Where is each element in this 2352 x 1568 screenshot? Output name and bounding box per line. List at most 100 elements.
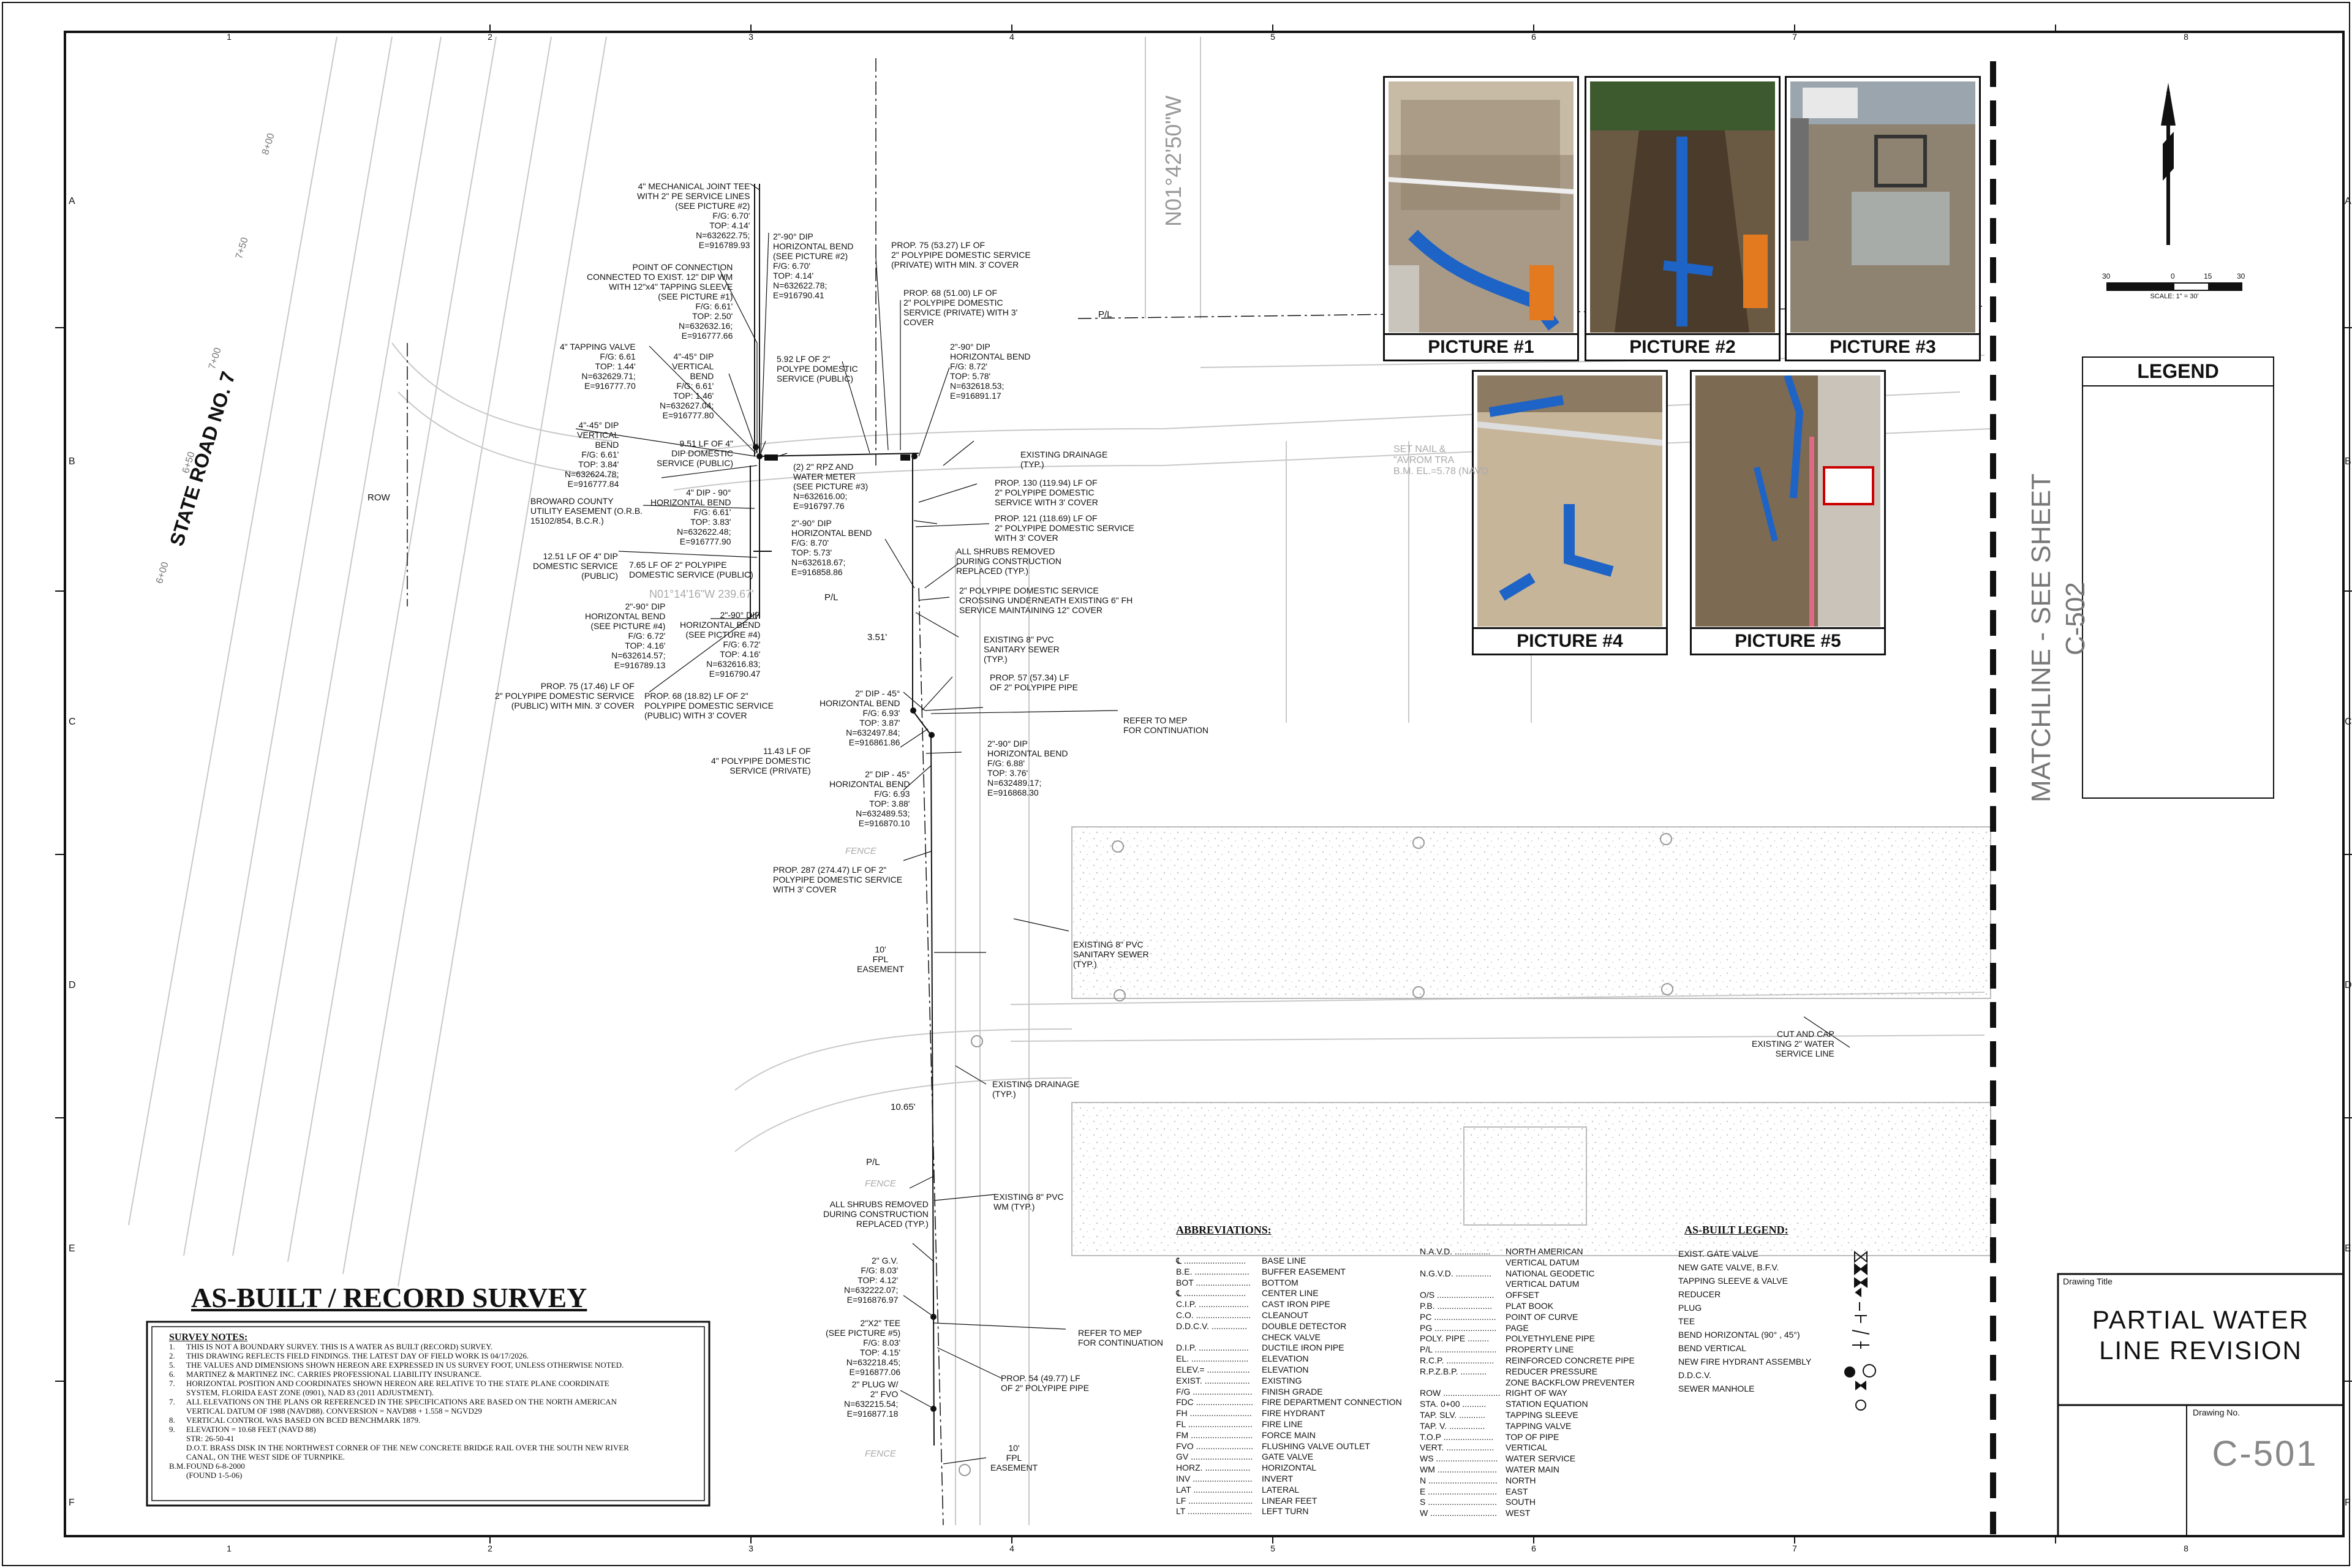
asbuilt-legend-item: TEE (1678, 1316, 1695, 1326)
grid-row-label: C (69, 717, 76, 727)
abbreviation-row: D.I.P. .....................DUCTILE IRON… (1176, 1343, 1402, 1354)
survey-note-text: (FOUND 1-5-06) (186, 1471, 243, 1480)
grid-column-label: 1 (227, 1544, 232, 1553)
photo-caption: PICTURE #1 (1385, 333, 1577, 360)
abbreviation-value: BOTTOM (1262, 1277, 1298, 1287)
abbreviation-row: D.D.C.V. ...............DOUBLE DETECTOR (1176, 1321, 1402, 1332)
pipe-callout: PROP. 68 (18.82) LF OF 2" POLYPIPE DOMES… (644, 691, 774, 720)
abbreviation-key: T.O.P ..................... (1420, 1431, 1494, 1442)
legend-box (2082, 356, 2274, 799)
abbreviation-value: INVERT (1262, 1473, 1294, 1483)
abbreviation-key: LT ........................... (1176, 1506, 1252, 1517)
pipe-callout: EXISTING DRAINAGE (TYP.) (1020, 450, 1108, 469)
abbreviation-value: LEFT TURN (1262, 1506, 1309, 1517)
drawing-title: PARTIAL WATER LINE REVISION (2058, 1305, 2343, 1366)
drawing-title-line-2: LINE REVISION (2099, 1336, 2302, 1365)
abbreviation-row: WS ..........................WATER SERVI… (1420, 1453, 1635, 1464)
survey-note: 5.THE VALUES AND DIMENSIONS SHOWN HEREON… (169, 1360, 702, 1370)
abbreviation-value: NORTH (1506, 1475, 1536, 1485)
survey-note: VERTICAL DATUM OF 1988 (NAVD88). CONVERS… (169, 1406, 702, 1415)
survey-note-text: STR: 26-50-41 (186, 1434, 235, 1443)
survey-note: STR: 26-50-41 (169, 1434, 702, 1443)
asbuilt-legend-item: TAPPING SLEEVE & VALVE (1678, 1276, 1788, 1286)
abbreviation-key: FM .......................... (1176, 1430, 1253, 1440)
survey-note-text: HORIZONTAL POSITION AND COORDINATES SHOW… (186, 1379, 609, 1388)
grid-column-label: 4 (1009, 1544, 1014, 1553)
survey-note-number: 8. (169, 1415, 175, 1425)
abbreviation-value: FIRE LINE (1262, 1419, 1303, 1429)
survey-note-number (169, 1406, 186, 1415)
abbreviation-row: N ............................. NORTH (1420, 1476, 1635, 1487)
pipe-callout: 4" TAPPING VALVE F/G: 6.61 TOP: 1.44' N=… (560, 342, 636, 391)
abbreviation-key: TAP. V. ............... (1420, 1420, 1485, 1431)
survey-title: AS-BUILT / RECORD SURVEY (191, 1282, 587, 1313)
asbuilt-legend-item: PLUG (1678, 1303, 1702, 1313)
pipe-callout: 11.43 LF OF 4" POLYPIPE DOMESTIC SERVICE… (711, 746, 811, 775)
abbreviation-value: WATER SERVICE (1506, 1453, 1576, 1464)
abbreviation-row: LAT .........................LATERAL (1176, 1485, 1402, 1496)
abbreviation-value: FINISH GRADE (1262, 1386, 1323, 1396)
grid-column-label: 8 (2184, 32, 2188, 42)
pipe-callout: 2" G.V. F/G: 8.03' TOP: 4.12' N=632222.0… (844, 1256, 899, 1305)
grid-row-label: A (69, 196, 75, 206)
pipe-callout: PROP. 54 (49.77) LF OF 2" POLYPIPE PIPE (1001, 1373, 1089, 1393)
survey-note-text: SYSTEM, FLORIDA EAST ZONE (0901), NAD 83… (186, 1388, 434, 1397)
pipe-callout: 4"-45° DIP VERTICAL BEND F/G: 6.61' TOP:… (660, 352, 714, 420)
survey-note: 2.THIS DRAWING REFLECTS FIELD FINDINGS. … (169, 1351, 702, 1360)
abbreviation-key: N ............................. (1420, 1475, 1498, 1485)
pipe-callout: 5.92 LF OF 2" POLYPE DOMESTIC SERVICE (P… (777, 354, 858, 383)
grid-column-label: 2 (488, 1544, 492, 1553)
abbreviation-key: N.A.V.D. ............... (1420, 1246, 1491, 1256)
photo-image (1790, 81, 1975, 333)
abbreviation-row: ZONE BACKFLOW PREVENTER (1420, 1378, 1635, 1389)
abbreviation-row: O/S ........................OFFSET (1420, 1290, 1635, 1301)
survey-note: 9.ELEVATION = 10.68 FEET (NAVD 88) (169, 1425, 702, 1434)
fitting-symbols (753, 444, 937, 1412)
photo-caption: PICTURE #5 (1692, 627, 1884, 654)
pipe-callout: ALL SHRUBS REMOVED DURING CONSTRUCTION R… (956, 546, 1061, 576)
abbreviation-key: P/L .......................... (1420, 1344, 1497, 1355)
pipe-callout: 2"-90° DIP HORIZONTAL BEND F/G: 8.70' TO… (791, 518, 872, 577)
abbreviation-value: EAST (1506, 1486, 1528, 1496)
survey-note-number (169, 1434, 186, 1443)
abbreviation-value: PROPERTY LINE (1506, 1344, 1574, 1355)
abbreviation-key (1420, 1378, 1506, 1389)
scale-tick-label: 15 (2204, 272, 2212, 281)
photo-1: PICTURE #1 (1383, 76, 1579, 361)
abbreviation-value: STATION EQUATION (1506, 1399, 1588, 1409)
abbreviation-value: LATERAL (1262, 1484, 1300, 1494)
abbreviation-value: VERTICAL DATUM (1506, 1279, 1580, 1289)
abbreviation-key: EL. ........................ (1176, 1354, 1249, 1364)
abbreviation-key: INV ......................... (1176, 1473, 1253, 1483)
abbreviation-key: POLY. PIPE ......... (1420, 1333, 1490, 1344)
abbreviation-key: FDC ........................ (1176, 1397, 1254, 1408)
abbreviation-key: ROW ........................ (1420, 1388, 1501, 1398)
abbreviation-key: FVO ........................ (1176, 1441, 1254, 1451)
abbreviation-value: TAPPING VALVE (1506, 1420, 1572, 1431)
pipe-callout: PROP. 57 (57.34) LF OF 2" POLYPIPE PIPE (990, 673, 1078, 692)
abbreviation-value: ELEVATION (1262, 1354, 1309, 1364)
abbreviation-value: POLYETHYLENE PIPE (1506, 1333, 1596, 1344)
abbreviation-value: CHECK VALVE (1262, 1332, 1321, 1342)
survey-note-number: 7. (169, 1397, 175, 1406)
scale-bar (2106, 282, 2242, 291)
pipe-callout: PROP. 121 (118.69) LF OF 2" POLYPIPE DOM… (995, 513, 1134, 543)
photo-image (1695, 375, 1880, 627)
survey-note-number: B.M. (169, 1461, 186, 1471)
pipe-callout: 2"-90° DIP HORIZONTAL BEND (SEE PICTURE … (773, 232, 854, 300)
abbreviation-value: DUCTILE IRON PIPE (1262, 1343, 1344, 1353)
abbreviation-key: B.E. ....................... (1176, 1266, 1250, 1276)
pipe-callout: 4"-45° DIP VERTICAL BEND F/G: 6.61' TOP:… (565, 420, 619, 489)
grid-row-label: C (2345, 717, 2352, 727)
grid-column-label: 5 (1270, 32, 1275, 42)
asbuilt-legend-item: NEW GATE VALVE, B.F.V. (1678, 1262, 1779, 1272)
abbreviation-row: P/L .......................... PROPERTY L… (1420, 1344, 1635, 1355)
abbreviation-value: PLAT BOOK (1506, 1300, 1554, 1311)
asbuilt-legend-item: D.D.C.V. (1678, 1370, 1711, 1380)
pipe-callout: EXISTING 8" PVC SANITARY SEWER (TYP.) (1073, 940, 1149, 969)
abbreviation-value: LINEAR FEET (1262, 1495, 1317, 1506)
grid-column-label: 4 (1009, 32, 1014, 42)
dimension-label: P/L (866, 1157, 880, 1167)
